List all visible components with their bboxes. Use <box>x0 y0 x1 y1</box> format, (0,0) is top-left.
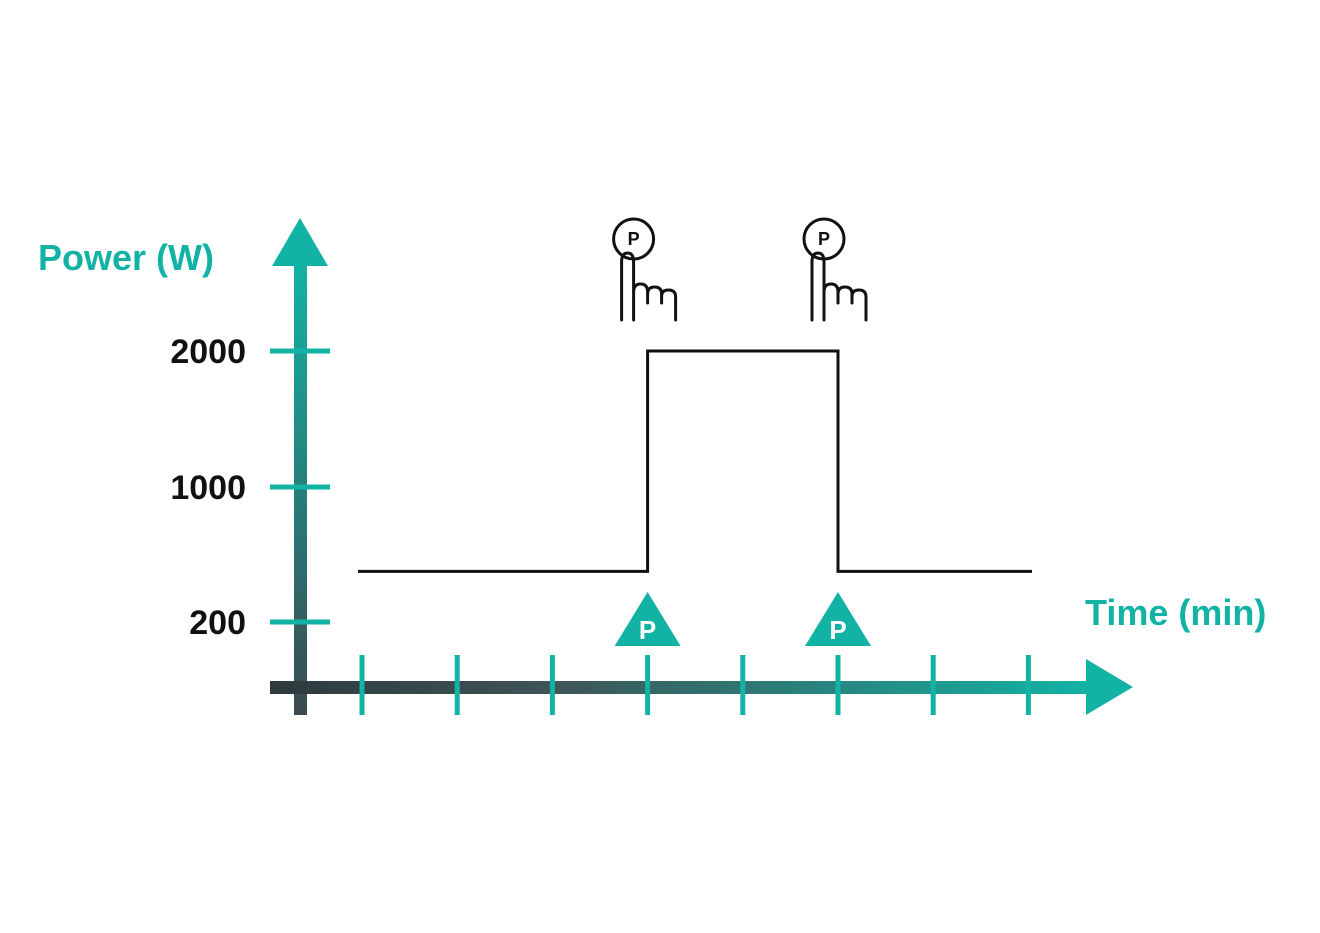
hand-press-button-icon: P <box>802 217 868 322</box>
p-marker-triangle <box>805 592 871 646</box>
pointing-hand-icon <box>620 251 678 322</box>
p-marker-label: P <box>639 615 656 645</box>
y-tick-label: 200 <box>189 604 246 642</box>
x-axis <box>270 659 1133 715</box>
p-marker-triangle <box>614 592 681 646</box>
y-axis-arrow-icon <box>272 218 328 266</box>
pointing-hand-icon <box>810 251 868 322</box>
x-axis-arrow-icon <box>1086 659 1133 715</box>
y-axis-title: Power (W) <box>38 237 214 278</box>
power-button-label: P <box>818 229 830 249</box>
p-marker-label: P <box>829 615 846 645</box>
p-marker: P <box>614 592 681 646</box>
series-line <box>358 349 1032 573</box>
power-button-label: P <box>628 229 640 249</box>
y-tick-label: 2000 <box>170 333 246 371</box>
y-axis <box>272 218 328 715</box>
hand-press-button-icon: P <box>612 217 678 322</box>
p-marker: P <box>805 592 871 646</box>
x-axis-title: Time (min) <box>1085 592 1266 633</box>
y-tick-label: 1000 <box>170 469 246 507</box>
